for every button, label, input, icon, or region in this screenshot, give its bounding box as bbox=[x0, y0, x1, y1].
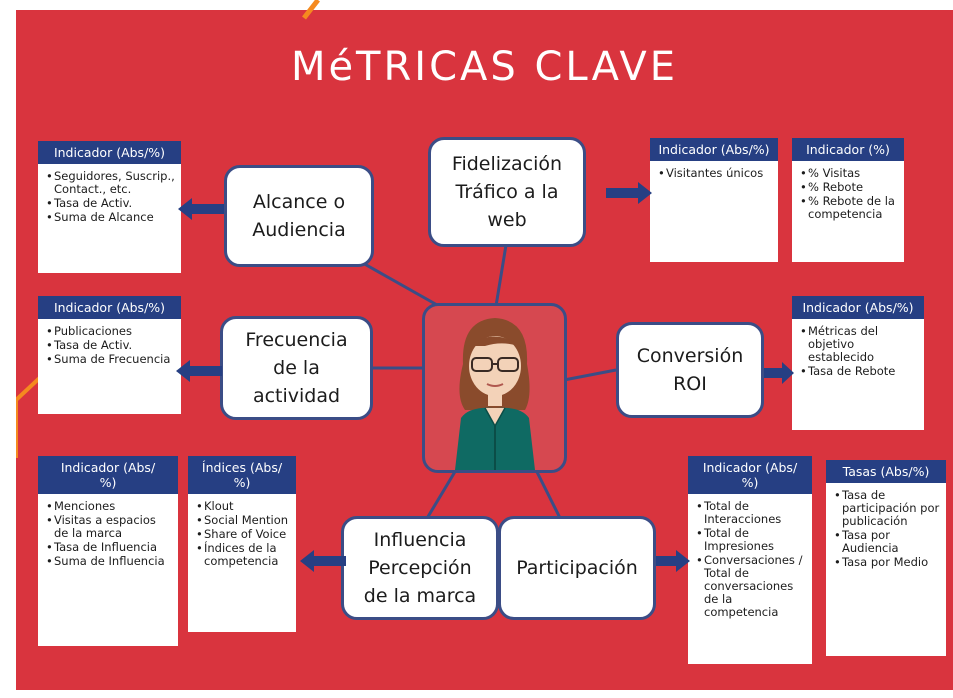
card-header: Índices (Abs/ %) bbox=[188, 456, 296, 494]
list-item: Tasa de Activ. bbox=[46, 339, 175, 353]
node-frecuencia: Frecuencia de la actividad bbox=[220, 316, 373, 420]
connector-participacion bbox=[534, 469, 563, 521]
list-item: Métricas del objetivo establecido bbox=[800, 325, 918, 364]
card-conversion: Indicador (Abs/%) Métricas del objetivo … bbox=[792, 296, 924, 430]
canvas: MéTRICAS CLAVE Alcance o Audiencia Fidel… bbox=[16, 0, 953, 698]
card-frecuencia: Indicador (Abs/%) Publicaciones Tasa de … bbox=[38, 296, 181, 414]
card-header: Indicador (Abs/%) bbox=[792, 296, 924, 319]
face-shape bbox=[469, 336, 521, 396]
card-header: Indicador (Abs/%) bbox=[38, 141, 181, 164]
card-participacion-abs: Indicador (Abs/ %) Total de Interaccione… bbox=[688, 456, 812, 664]
card-influencia-indices: Índices (Abs/ %) Klout Social Mention Sh… bbox=[188, 456, 296, 632]
card-list: Seguidores, Suscrip., Contact., etc. Tas… bbox=[38, 164, 181, 231]
card-alcance: Indicador (Abs/%) Seguidores, Suscrip., … bbox=[38, 141, 181, 273]
list-item: Conversaciones / Total de conversaciones… bbox=[696, 554, 806, 619]
list-item: Suma de Influencia bbox=[46, 555, 172, 569]
list-item: Tasa por Audiencia bbox=[834, 529, 940, 555]
bangs-shape bbox=[469, 336, 523, 348]
connector-alcance bbox=[360, 260, 447, 312]
card-list: Klout Social Mention Share of Voice Índi… bbox=[188, 494, 296, 575]
list-item: Tasa de Activ. bbox=[46, 197, 175, 211]
card-header: Indicador (Abs/%) bbox=[650, 138, 778, 161]
card-header: Indicador (Abs/ %) bbox=[688, 456, 812, 494]
card-header: Tasas (Abs/%) bbox=[826, 460, 946, 483]
arrow-icon bbox=[300, 550, 346, 572]
list-item: Social Mention bbox=[196, 514, 290, 528]
card-fidelizacion-abs: Indicador (Abs/%) Visitantes únicos bbox=[650, 138, 778, 262]
card-header: Indicador (Abs/ %) bbox=[38, 456, 178, 494]
arrow-icon bbox=[764, 362, 794, 384]
list-item: Suma de Alcance bbox=[46, 211, 175, 225]
card-list: Tasa de participación por publicación Ta… bbox=[826, 483, 946, 576]
connector-influencia bbox=[424, 469, 458, 521]
node-influencia: Influencia Percepción de la marca bbox=[341, 516, 499, 620]
list-item: Visitas a espacios de la marca bbox=[46, 514, 172, 540]
page-title: MéTRICAS CLAVE bbox=[290, 44, 679, 90]
orange-stroke-left bbox=[16, 370, 48, 458]
card-participacion-tasas: Tasas (Abs/%) Tasa de participación por … bbox=[826, 460, 946, 656]
avatar-illustration bbox=[422, 303, 567, 473]
card-header: Indicador (%) bbox=[792, 138, 904, 161]
list-item: Tasa de Influencia bbox=[46, 541, 172, 555]
list-item: Índices de la competencia bbox=[196, 542, 290, 568]
card-list: Métricas del objetivo establecido Tasa d… bbox=[792, 319, 924, 385]
avatar-icon bbox=[455, 318, 535, 470]
card-list: Menciones Visitas a espacios de la marca… bbox=[38, 494, 178, 575]
mouth-shape bbox=[486, 383, 504, 387]
node-fidelizacion: Fidelización Tráfico a la web bbox=[428, 137, 586, 247]
node-conversion: Conversión ROI bbox=[616, 322, 764, 418]
list-item: Menciones bbox=[46, 500, 172, 514]
card-header: Indicador (Abs/%) bbox=[38, 296, 181, 319]
arrow-icon bbox=[178, 198, 224, 220]
list-item: Share of Voice bbox=[196, 528, 290, 542]
list-item: Klout bbox=[196, 500, 290, 514]
list-item: Total de Impresiones bbox=[696, 527, 806, 553]
node-participacion: Participación bbox=[498, 516, 656, 620]
list-item: Suma de Frecuencia bbox=[46, 353, 175, 367]
arrow-icon bbox=[606, 182, 652, 204]
list-item: Tasa de Rebote bbox=[800, 365, 918, 379]
list-item: Tasa por Medio bbox=[834, 556, 940, 570]
connector-conversion bbox=[563, 368, 617, 382]
card-list: Total de Interacciones Total de Impresio… bbox=[688, 494, 812, 626]
card-fidelizacion-pct: Indicador (%) % Visitas % Rebote % Rebot… bbox=[792, 138, 904, 262]
card-list: Publicaciones Tasa de Activ. Suma de Fre… bbox=[38, 319, 181, 373]
list-item: Visitantes únicos bbox=[658, 167, 772, 181]
list-item: Total de Interacciones bbox=[696, 500, 806, 526]
arrow-icon bbox=[176, 360, 222, 382]
arrow-icon bbox=[656, 550, 690, 572]
card-influencia-abs: Indicador (Abs/ %) Menciones Visitas a e… bbox=[38, 456, 178, 646]
card-list: % Visitas % Rebote % Rebote de la compet… bbox=[792, 161, 904, 228]
node-alcance: Alcance o Audiencia bbox=[224, 165, 374, 267]
connector-lines bbox=[16, 0, 617, 521]
card-list: Visitantes únicos bbox=[650, 161, 778, 187]
list-item: % Rebote bbox=[800, 181, 898, 195]
list-item: % Visitas bbox=[800, 167, 898, 181]
list-item: % Rebote de la competencia bbox=[800, 195, 898, 221]
list-item: Publicaciones bbox=[46, 325, 175, 339]
list-item: Tasa de participación por publicación bbox=[834, 489, 940, 528]
list-item: Seguidores, Suscrip., Contact., etc. bbox=[46, 170, 175, 196]
connector-fidelizacion bbox=[494, 244, 508, 307]
orange-stroke-top bbox=[302, 0, 320, 20]
